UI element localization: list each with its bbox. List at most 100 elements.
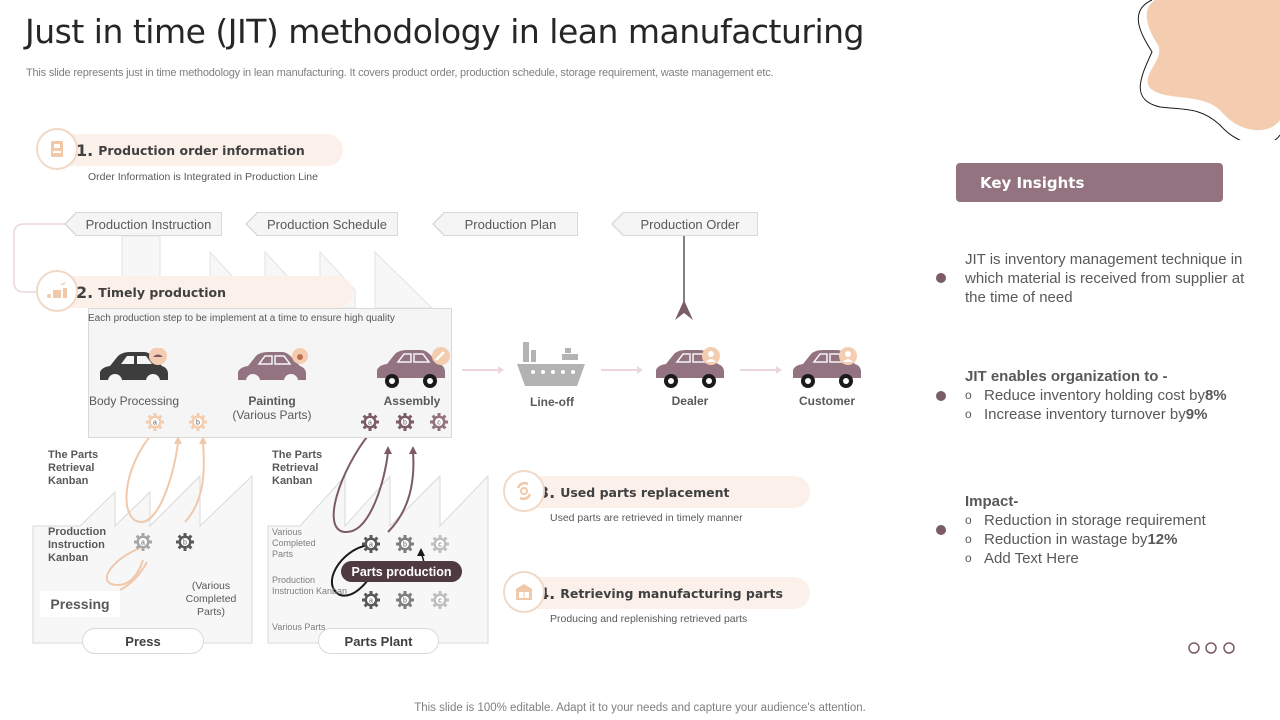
insight-enables-item: o Increase inventory turnover by 9%: [965, 405, 1227, 424]
insights-timeline-markers: [936, 273, 1235, 654]
stage-label-assembly: Assembly: [383, 394, 441, 408]
step-2-icon-circle: [36, 270, 78, 312]
insight-item-value: 8%: [1204, 387, 1227, 404]
gear-icon-press-b: b: [176, 533, 194, 556]
insight-enables-item: o Reduce inventory holding cost by 8%: [965, 386, 1227, 405]
stage-label-body-processing: Body Processing: [88, 394, 180, 408]
svg-text:b: b: [403, 420, 407, 427]
insight-definition: JIT is inventory management technique in…: [965, 251, 1245, 306]
gear-icon-plant-lower-a: a: [362, 591, 380, 614]
stage-label-painting: Painting: [248, 394, 296, 408]
flow-tag-production-order: Production Order: [611, 212, 758, 236]
insight-item-text: Reduction in storage requirement: [984, 512, 1206, 529]
decorative-blob: [1137, 0, 1280, 140]
press-instruction-kanban-label: Production Instruction Kanban: [48, 526, 107, 564]
car-body-icon: [100, 348, 168, 388]
dealer-car-icon: [656, 347, 724, 388]
plant-instruction-kanban-label: Production Instruction Kanban: [272, 575, 348, 596]
parts-production-badge: Parts production: [341, 561, 462, 582]
svg-text:c: c: [438, 542, 442, 549]
insight-enables-block: JIT enables organization to - o Reduce i…: [965, 367, 1227, 424]
stage-sublabel-painting: (Various Parts): [232, 408, 312, 422]
flow-tag-label: Production Instruction: [85, 216, 212, 232]
key-insights-header: Key Insights: [956, 163, 1223, 202]
svg-text:a: a: [369, 542, 373, 549]
gear-icon-plant-upper-a: a: [362, 535, 380, 558]
insight-item-text: Add Text Here: [984, 550, 1079, 567]
page-title: Just in time (JIT) methodology in lean m…: [25, 12, 865, 51]
bullet-icon: o: [965, 532, 972, 546]
svg-text:c: c: [437, 420, 441, 427]
gear-icon-plant-upper-b: b: [396, 535, 414, 558]
parts-plant-name-pill: Parts Plant: [318, 628, 439, 654]
insight-enables-heading: JIT enables organization to -: [965, 368, 1168, 385]
stage-label-dealer: Dealer: [671, 394, 709, 408]
step-1-icon-circle: [36, 128, 78, 170]
gear-icon-press-a: a: [134, 533, 152, 556]
flow-tag-production-instruction: Production Instruction: [64, 212, 222, 236]
press-completed-parts-label: (Various Completed Parts): [185, 580, 237, 618]
paint-car-icon: [238, 348, 308, 388]
gear-icon-assembly-b: b: [396, 413, 414, 436]
gear-icon-plant-lower-c: c: [431, 591, 449, 614]
step-title: Used parts replacement: [560, 484, 730, 500]
svg-text:b: b: [403, 598, 407, 605]
svg-text:a: a: [153, 420, 157, 427]
plant-retrieval-kanban-label: The Parts Retrieval Kanban: [272, 449, 323, 487]
insight-item-value: 12%: [1147, 531, 1178, 548]
step-number: 2.: [76, 282, 94, 302]
insight-impact-item: o Reduction in wastage by 12%: [965, 530, 1206, 549]
gear-icon-body-b: b: [189, 413, 207, 436]
svg-text:a: a: [369, 598, 373, 605]
svg-text:b: b: [403, 542, 407, 549]
page-subtitle: This slide represents just in time metho…: [26, 67, 774, 79]
step-4-description: Producing and replenishing retrieved par…: [550, 613, 748, 625]
insight-item-text: Reduce inventory holding cost by: [984, 387, 1205, 404]
ship-icon: [517, 342, 585, 386]
step-title: Retrieving manufacturing parts: [560, 585, 783, 601]
insight-impact-item: o Reduction in storage requirement: [965, 511, 1206, 530]
press-retrieval-kanban-label: The Parts Retrieval Kanban: [48, 449, 99, 487]
bullet-icon: o: [965, 551, 972, 565]
press-name-pill: Press: [82, 628, 204, 654]
plant-various-parts-label: Various Parts: [272, 622, 326, 632]
svg-text:c: c: [438, 598, 442, 605]
step-3-pill: 3. Used parts replacement: [530, 476, 810, 508]
factory-icon: [47, 282, 67, 298]
step-number: 1.: [76, 140, 94, 160]
step-title: Production order information: [98, 142, 305, 158]
recycle-icon: [516, 481, 532, 501]
step-1-description: Order Information is Integrated in Produ…: [88, 171, 318, 183]
insight-impact-block: Impact- o Reduction in storage requireme…: [965, 492, 1206, 568]
svg-text:b: b: [196, 420, 200, 427]
svg-text:a: a: [368, 420, 372, 427]
insight-item-text: Reduction in wastage by: [984, 531, 1148, 548]
plant-completed-parts-label: Various Completed Parts: [272, 527, 316, 559]
flow-tag-label: Production Schedule: [267, 216, 387, 232]
warehouse-icon: [516, 584, 532, 600]
gear-icon-assembly-c: c: [430, 413, 448, 436]
pressing-label: Pressing: [40, 591, 120, 617]
customer-car-icon: [793, 347, 861, 388]
step-4-pill: 4. Retrieving manufacturing parts: [530, 577, 810, 609]
step-4-icon-circle: [503, 571, 545, 613]
insight-impact-item: o Add Text Here: [965, 549, 1206, 568]
assembly-car-icon: [377, 347, 450, 388]
stage-label-customer: Customer: [798, 394, 855, 408]
step-1-pill: 1. Production order information: [68, 134, 343, 166]
bullet-icon: o: [965, 407, 972, 421]
gear-icon-assembly-a: a: [361, 413, 379, 436]
step-2-pill: 2. Timely production: [68, 276, 353, 308]
flow-tag-label: Production Plan: [464, 216, 557, 232]
bullet-icon: o: [965, 513, 972, 527]
insight-item-text: Increase inventory turnover by: [984, 406, 1186, 423]
stage-label-line-off: Line-off: [530, 395, 574, 409]
step-title: Timely production: [98, 284, 227, 300]
bullet-icon: o: [965, 388, 972, 402]
insight-impact-heading: Impact-: [965, 493, 1019, 510]
flow-tag-production-schedule: Production Schedule: [245, 212, 398, 236]
svg-text:b: b: [183, 540, 187, 547]
gear-icon-body-a: a: [146, 413, 164, 436]
svg-text:a: a: [141, 540, 145, 547]
footer-note: This slide is 100% editable. Adapt it to…: [414, 702, 866, 714]
